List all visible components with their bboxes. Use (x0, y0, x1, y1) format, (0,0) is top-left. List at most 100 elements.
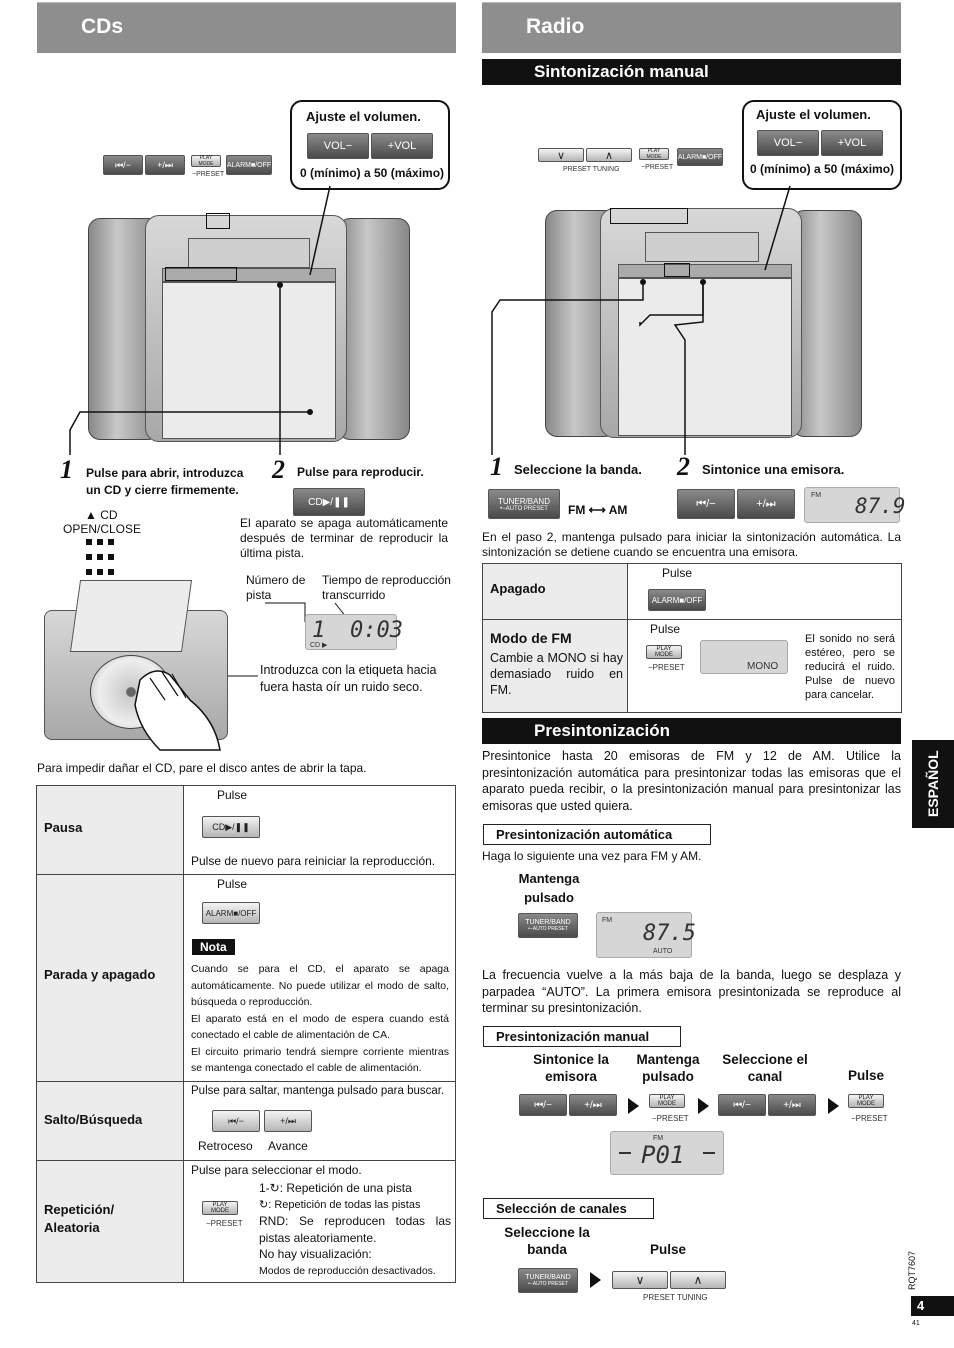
channel-down-button[interactable]: ⏮/− (718, 1094, 766, 1116)
table-row: Apagado Pulse ALARM■/OFF (482, 563, 902, 620)
preset-up-button[interactable]: ∧ (586, 148, 632, 162)
open-close-label-1: ▲ CD (85, 508, 118, 522)
repeticion-preset-label: −PRESET (206, 1219, 243, 1228)
next-button[interactable]: +/⏭ (145, 155, 185, 175)
auto-tuner-band-label: TUNER/BAND (525, 919, 571, 926)
mode-repeat-all: ↻: Repetición de todas las pistas (259, 1198, 421, 1211)
step-2-number: 2 (272, 455, 285, 484)
auto-tuning-note: En el paso 2, mantenga pulsado para inic… (482, 530, 901, 559)
salto-prev-button[interactable]: ⏮/− (212, 1110, 260, 1132)
row-content-cell: Pulse PLAY MODE −PRESET MONO El sonido n… (627, 619, 902, 713)
insert-note: Introduzca con la etiqueta hacia fuera h… (260, 663, 437, 694)
vol-down-button[interactable]: VOL− (307, 133, 369, 159)
radio-preset-label: −PRESET (641, 164, 674, 171)
auto-display-band: FM (602, 917, 613, 924)
small-page-number: 41 (912, 1320, 920, 1327)
row-content-cell: Pulse para saltar, mantenga pulsado para… (183, 1081, 456, 1161)
parada-pulse: Pulse (217, 877, 248, 891)
radio-leader-lines (491, 185, 791, 455)
arrow-right-icon (590, 1272, 601, 1288)
radio-player-display (645, 232, 759, 262)
parada-alarm-off-button[interactable]: ALARM■/OFF (202, 902, 260, 924)
manual-play-mode-button[interactable]: PLAY MODE (649, 1094, 685, 1108)
manual-step-1-label: Sintonice la emisora (533, 1052, 609, 1084)
tuner-band-button[interactable]: TUNER/BAND •−AUTO PRESET (488, 489, 560, 519)
row-label-cell: Pausa (36, 785, 184, 875)
radio-right-speaker (792, 210, 862, 437)
language-tab: ESPAÑOL (912, 740, 954, 828)
cd-warning: Para impedir dañar el CD, pare el disco … (37, 761, 367, 775)
apagado-pulse: Pulse (662, 566, 693, 580)
radio-cd-lid (618, 278, 792, 436)
display-cd-indicator: CD ▶ (310, 642, 328, 649)
apagado-alarm-off-button[interactable]: ALARM■/OFF (648, 589, 706, 611)
channel-display-band: FM (653, 1135, 664, 1142)
tune-down-button[interactable]: ⏮/− (677, 489, 735, 519)
mode-none: No hay visualización: (259, 1247, 372, 1261)
preset-down-button[interactable]: ∨ (538, 148, 584, 162)
display-track: 1 (312, 618, 326, 643)
auto-display-auto: AUTO (653, 948, 673, 955)
modo-fm-label: Modo de FM (490, 630, 572, 646)
track-number-label: Número de pista (246, 573, 306, 602)
channel-tuner-band-label: TUNER/BAND (525, 1274, 571, 1281)
leader-lines (69, 185, 331, 455)
play-mode-button[interactable]: PLAY MODE (191, 155, 221, 167)
vol-up-button[interactable]: +VOL (371, 133, 433, 159)
manual-confirm-preset-label: −PRESET (851, 1114, 888, 1123)
channel-display-value: P01 (641, 1141, 685, 1169)
pausa-cd-button[interactable]: CD▶/❚❚ (202, 816, 260, 838)
presintonizacion-heading: Presintonización (482, 718, 901, 744)
table-row: Repetición/ Aleatoria Pulse para selecci… (36, 1160, 456, 1283)
table-row: Pausa Pulse CD▶/❚❚ Pulse de nuevo para r… (36, 785, 456, 875)
channel-tuner-band-button[interactable]: TUNER/BAND •−AUTO PRESET (518, 1268, 578, 1293)
manual-tune-down-button[interactable]: ⏮/− (519, 1094, 567, 1116)
radio-step-2-text: Sintonice una emisora. (702, 462, 845, 477)
radio-header: Radio (482, 2, 901, 53)
mode-none-desc: Modos de reproducción desactivados. (259, 1264, 436, 1277)
radio-button-row (618, 264, 792, 278)
repeticion-label: Repetición/ Aleatoria (44, 1202, 115, 1235)
modo-fm-pulse: Pulse (650, 622, 681, 636)
row-label-cell: Salto/Búsqueda (36, 1081, 184, 1161)
alarm-off-button[interactable]: ALARM■/OFF (226, 155, 272, 175)
radio-volume-callout-title: Ajuste el volumen. (756, 107, 871, 122)
manual-confirm-play-mode-button[interactable]: PLAY MODE (848, 1094, 884, 1108)
step-2-text: Pulse para reproducir. (297, 465, 424, 479)
cds-title: CDs (81, 15, 124, 38)
row-content-cell: Pulse para seleccionar el modo. PLAY MOD… (183, 1160, 456, 1283)
arrow-right-icon (698, 1098, 709, 1114)
auto-preset-note: Haga lo siguiente una vez para FM y AM. (482, 849, 702, 863)
radio-alarm-off-button[interactable]: ALARM■/OFF (677, 148, 723, 166)
row-content-cell: Pulse CD▶/❚❚ Pulse de nuevo para reinici… (183, 785, 456, 875)
prev-button[interactable]: ⏮/− (103, 155, 143, 175)
cd-play-pause-button[interactable]: CD▶/❚❚ (293, 488, 365, 516)
channel-preset-down-button[interactable]: ∨ (612, 1271, 668, 1289)
row-label-cell: Apagado (482, 563, 628, 620)
table-row: Salto/Búsqueda Pulse para saltar, manten… (36, 1081, 456, 1161)
mode-repeat-one: 1-↻: Repetición de una pista (259, 1181, 412, 1195)
tune-up-button[interactable]: +/⏭ (737, 489, 795, 519)
radio-vol-down-button[interactable]: VOL− (757, 130, 819, 156)
channel-preset-up-button[interactable]: ∧ (670, 1271, 726, 1289)
manual-tune-up-button[interactable]: +/⏭ (569, 1094, 617, 1116)
modo-fm-play-mode-button[interactable]: PLAY MODE (646, 645, 682, 659)
row-label-cell: Parada y apagado (36, 874, 184, 1082)
modo-fm-note: El sonido no será estéreo, pero se reduc… (805, 633, 895, 701)
repeticion-modes: 1-↻: Repetición de una pista ↻: Repetici… (259, 1180, 451, 1279)
row-label-cell: Modo de FM Cambie a MONO si hay demasiad… (482, 619, 628, 713)
nota-badge: Nota (192, 939, 235, 955)
parada-notes: Cuando se para el CD, el aparato se apag… (191, 961, 449, 1077)
auto-auto-preset-label: •−AUTO PRESET (528, 926, 568, 932)
channel-up-button[interactable]: +/⏭ (768, 1094, 816, 1116)
pausa-note: Pulse de nuevo para reiniciar la reprodu… (191, 854, 436, 868)
radio-play-mode-button[interactable]: PLAY MODE (639, 148, 669, 160)
salto-next-button[interactable]: +/⏭ (264, 1110, 312, 1132)
radio-volume-callout: Ajuste el volumen. VOL− +VOL 0 (mínimo) … (742, 100, 902, 190)
radio-vol-up-button[interactable]: +VOL (821, 130, 883, 156)
channel-select-heading: Selección de canales (483, 1198, 654, 1219)
manual-preset-heading: Presintonización manual (483, 1026, 681, 1047)
auto-tuner-band-button[interactable]: TUNER/BAND •−AUTO PRESET (518, 913, 578, 938)
repeticion-play-mode-button[interactable]: PLAY MODE (202, 1201, 238, 1215)
radio-volume-range: 0 (mínimo) a 50 (máximo) (750, 162, 895, 176)
